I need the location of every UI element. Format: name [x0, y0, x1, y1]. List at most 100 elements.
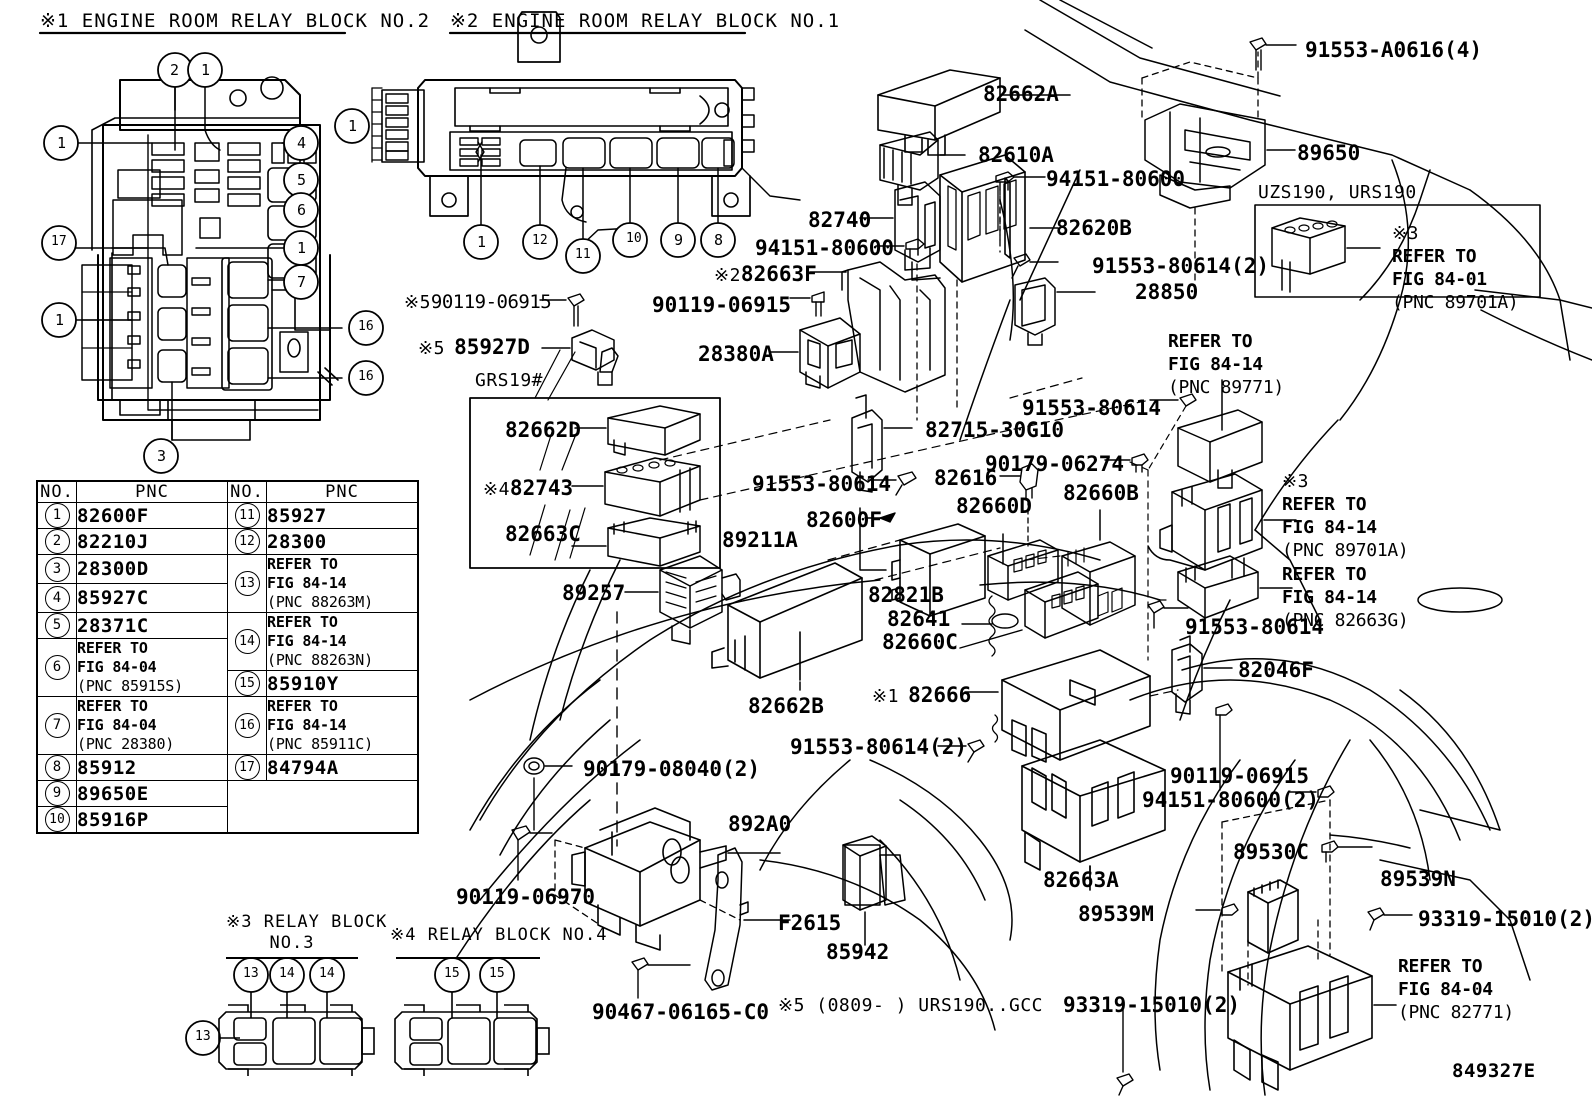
- part-label-82663C: 82663C: [505, 522, 581, 546]
- balloon-number: 5: [44, 613, 70, 638]
- part-label-93319-15010-2b: 93319-15010(2): [1063, 993, 1241, 1017]
- pnc-value: 85916P: [76, 806, 228, 834]
- part-label-892A0: 892A0: [728, 812, 792, 836]
- balloon-number: 13: [234, 571, 260, 596]
- part-label-85942: 85942: [826, 940, 890, 964]
- part-label-82660B: 82660B: [1063, 481, 1139, 505]
- part-label-82660D: 82660D: [956, 494, 1032, 518]
- part-label-91553-80614-d: 91553-80614: [1185, 615, 1325, 639]
- figure-id: 849327E: [1452, 1060, 1536, 1082]
- part-label-90467-06165-C0: 90467-06165-C0: [592, 1000, 770, 1024]
- balloon-number: 16: [234, 713, 260, 738]
- part-label-82660C: 82660C: [882, 630, 958, 654]
- part-label-91553-80614-2b: 91553-80614(2): [790, 735, 968, 759]
- row-balloon: 3: [36, 554, 77, 584]
- balloon-number: 7: [44, 713, 70, 738]
- part-label-90179-08040-2: 90179-08040(2): [583, 757, 761, 781]
- pnc-value: 85927: [266, 502, 419, 529]
- star-marker-4: ※4: [483, 479, 510, 500]
- part-label-82821B: 82821B: [868, 583, 944, 607]
- row-balloon: 12: [227, 528, 267, 555]
- part-label-82740: 82740: [808, 208, 872, 232]
- row-balloon: 7: [36, 696, 77, 755]
- part-label-89539M: 89539M: [1078, 902, 1154, 926]
- row-balloon: 17: [227, 754, 267, 781]
- star-marker-1: ※1: [872, 686, 899, 707]
- pnc-value: 28300: [266, 528, 419, 555]
- part-label-82662B: 82662B: [748, 694, 824, 718]
- row-balloon: 2: [36, 528, 77, 555]
- star-marker-2: ※2: [714, 265, 741, 286]
- part-label-82663A: 82663A: [1043, 868, 1119, 892]
- refer-block-89771: REFER TO FIG 84-14 (PNC 89771): [1168, 331, 1284, 398]
- star-marker-5a: ※5: [404, 292, 431, 313]
- row-balloon: 4: [36, 583, 77, 613]
- balloon-number: 8: [44, 755, 70, 780]
- part-label-90119-06915-c: 90119-06915: [1170, 764, 1310, 788]
- part-label-90119-06915-b: 90119-06915: [652, 293, 792, 317]
- balloon-number: 1: [44, 503, 70, 528]
- pnc-value: 85927C: [76, 583, 228, 613]
- header-relay-block-3: ※3 RELAY BLOCK: [226, 912, 388, 932]
- part-label-82600F: 82600F: [806, 508, 882, 532]
- balloon-number: 15: [234, 671, 260, 696]
- part-label-94151-80600-b: 94151-80600: [755, 236, 895, 260]
- part-label-91553-A0616-4: 91553-A0616(4): [1305, 38, 1483, 62]
- balloon-number: 9: [44, 781, 70, 806]
- column-header: NO.: [36, 480, 77, 503]
- part-label-82663F: ※282663F: [714, 262, 817, 286]
- pnc-value: 82600F: [76, 502, 228, 529]
- balloon-number: 2: [44, 529, 70, 554]
- part-label-82620B: 82620B: [1056, 216, 1132, 240]
- part-label-91553-80614-c: 91553-80614: [1022, 396, 1162, 420]
- part-label-93319-15010-2a: 93319-15010(2): [1418, 907, 1592, 931]
- row-balloon: 11: [227, 502, 267, 529]
- balloon-number: 4: [44, 585, 70, 611]
- pnc-value: 89650E: [76, 780, 228, 807]
- pnc-value: 85910Y: [266, 670, 419, 697]
- refer-block-82663G: REFER TO FIG 84-14 (PNC 82663G): [1282, 564, 1409, 631]
- refer-block-89701A-right: ※3 REFER TO FIG 84-14 (PNC 89701A): [1282, 471, 1409, 561]
- pnc-value: 85912: [76, 754, 228, 781]
- pnc-value: 28371C: [76, 612, 228, 639]
- row-balloon: 9: [36, 780, 77, 807]
- part-label-94151-80600-2: 94151-80600(2): [1142, 788, 1320, 812]
- row-balloon: 15: [227, 670, 267, 697]
- star-marker-5b: ※5: [418, 338, 445, 359]
- star-marker-3a: ※3: [1282, 471, 1309, 492]
- part-label-90119-06915-a: ※590119-06915: [404, 291, 552, 313]
- table-spacer: [267, 781, 419, 834]
- column-header: PNC: [266, 480, 419, 503]
- part-label-90179-06274: 90179-06274: [985, 452, 1125, 476]
- star-marker-3b: ※3: [1392, 223, 1419, 244]
- header-grs19: GRS19#: [475, 370, 544, 391]
- header-relay-block-3-line2: NO.3: [269, 933, 315, 953]
- part-label-89257: 89257: [562, 581, 626, 605]
- part-label-90119-06970: 90119-06970: [456, 885, 596, 909]
- pnc-value: 82210J: [76, 528, 228, 555]
- part-label-82662D: 82662D: [505, 418, 581, 442]
- part-label-89650: 89650: [1297, 141, 1361, 165]
- part-label-89530C: 89530C: [1233, 840, 1309, 864]
- column-header: NO.: [227, 480, 267, 503]
- part-label-82046F: 82046F: [1238, 658, 1314, 682]
- part-label-89211A: 89211A: [722, 528, 798, 552]
- part-label-82662A: 82662A: [983, 82, 1059, 106]
- row-balloon: 1: [36, 502, 77, 529]
- row-balloon: 13: [227, 554, 267, 613]
- balloon-number: 3: [44, 556, 70, 582]
- row-balloon: 14: [227, 612, 267, 671]
- pnc-value: 84794A: [266, 754, 419, 781]
